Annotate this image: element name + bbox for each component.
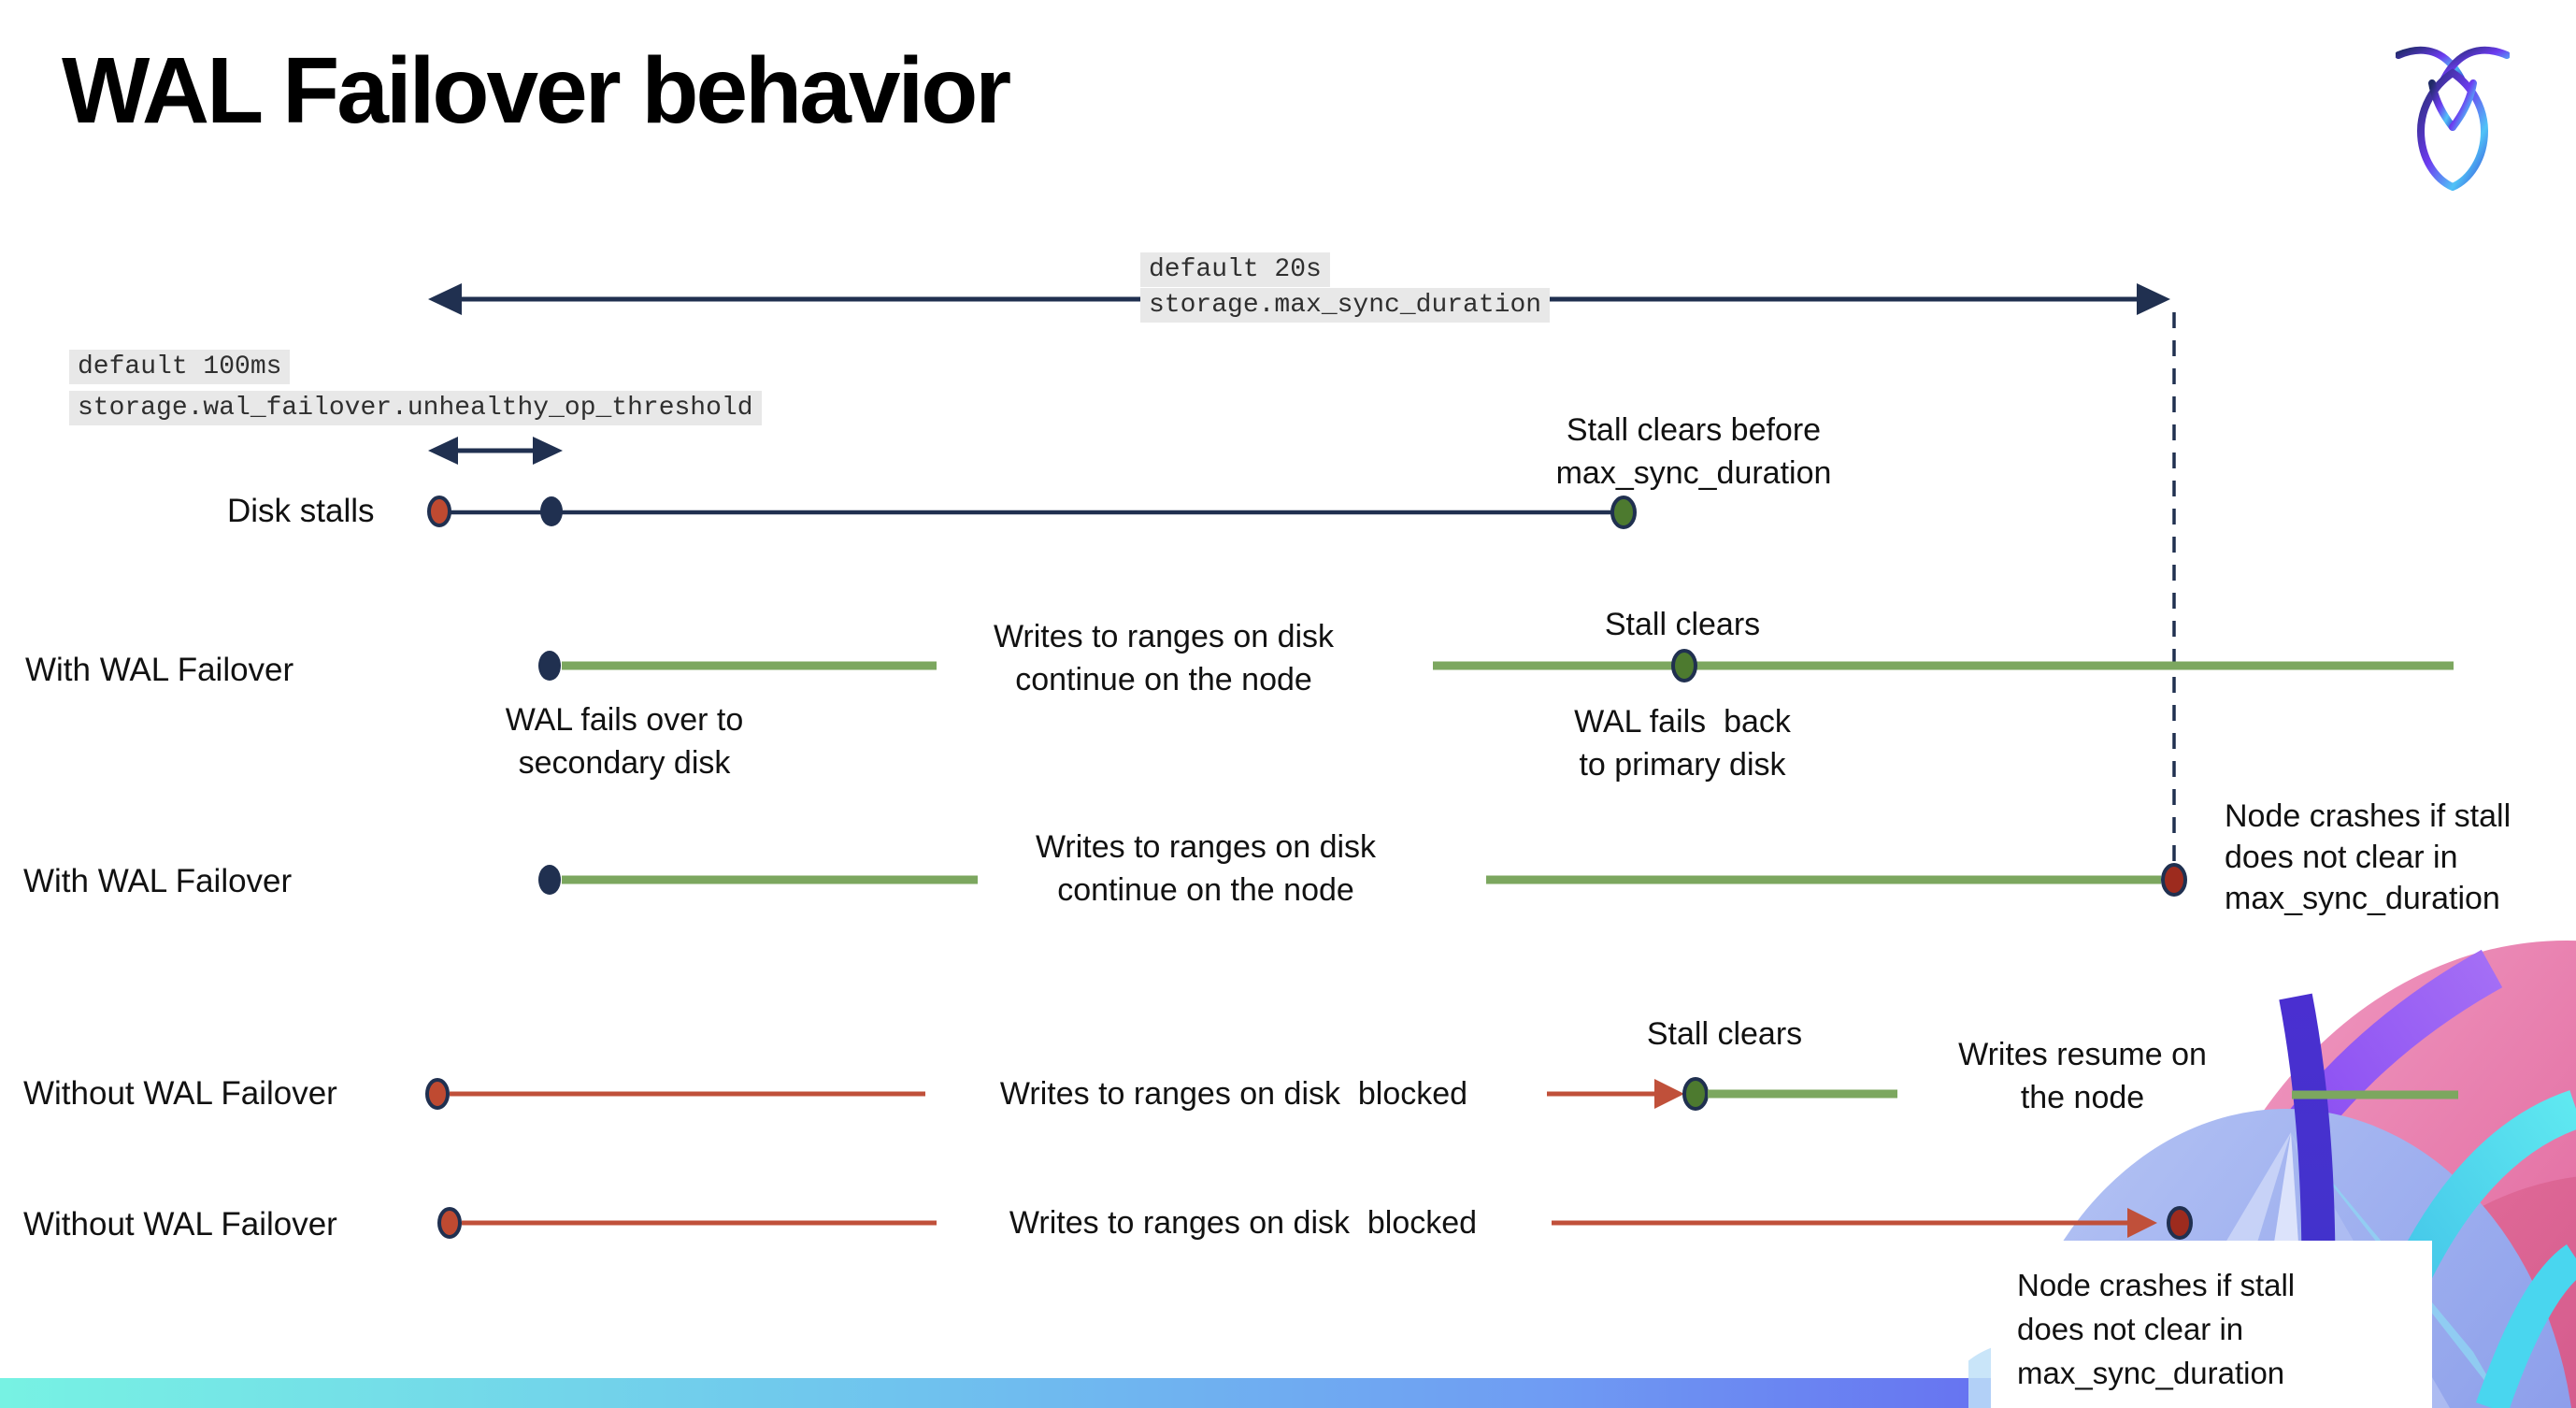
writes-continue-note-2: Writes to ranges on disk continue on the… <box>1035 829 1377 908</box>
row-with-wal-failover-2-track <box>538 863 2187 897</box>
node-crash-dot <box>2167 1206 2193 1240</box>
row-with-wal-failover-1-track <box>538 649 2454 682</box>
row-label-disk-stalls: Disk stalls <box>227 493 375 529</box>
row-label-with-wal-failover-2: With WAL Failover <box>23 863 293 899</box>
unhealthy-op-threshold-arrow <box>428 437 563 465</box>
wal-fails-over-note: WAL fails over to secondary disk <box>505 702 744 781</box>
stall-clears-dot <box>1682 1077 1709 1111</box>
writes-blocked-note-2: Writes to ranges on disk blocked <box>1009 1205 1478 1241</box>
failover-dot <box>538 651 561 681</box>
node-crashes-note-1: Node crashes if stall does not clear in … <box>2225 798 2512 916</box>
node-crash-label-box: Node crashes if stall does not clear in … <box>1991 1241 2432 1408</box>
cockroachdb-logo-icon <box>2396 46 2510 191</box>
node-crashes-note-2: Node crashes if stall does not clear in … <box>2017 1268 2296 1390</box>
row-label-without-wal-failover-1: Without WAL Failover <box>23 1075 337 1112</box>
max-sync-setting-tag: storage.max_sync_duration <box>1140 288 1551 323</box>
node-crash-dot <box>2161 863 2187 897</box>
row-disk-stalls-track <box>427 496 1637 529</box>
page-title: WAL Failover behavior <box>62 38 1011 143</box>
unhealthy-op-setting-tag: storage.wal_failover.unhealthy_op_thresh… <box>69 391 762 425</box>
stall-start-dot <box>437 1207 462 1239</box>
row-without-wal-failover-2-track <box>437 1206 2193 1240</box>
stall-start-dot <box>425 1078 450 1110</box>
stall-clears-note-1: Stall clears <box>1604 607 1761 642</box>
stall-clears-dot <box>1671 649 1697 682</box>
wal-fails-back-note: WAL fails back to primary disk <box>1574 704 1791 783</box>
stall-clears-note-2: Stall clears <box>1646 1016 1803 1052</box>
stall-clears-before-note: Stall clears before max_sync_duration <box>1555 412 1832 491</box>
max-sync-default-tag: default 20s <box>1140 252 1330 287</box>
writes-continue-note-1: Writes to ranges on disk continue on the… <box>993 619 1335 697</box>
writes-blocked-note-1: Writes to ranges on disk blocked <box>999 1076 1468 1112</box>
row-label-with-wal-failover-1: With WAL Failover <box>25 652 294 688</box>
row-without-wal-failover-1-track <box>425 1077 2458 1111</box>
writes-resume-note: Writes resume on the node <box>1958 1037 2207 1115</box>
unhealthy-op-default-tag: default 100ms <box>69 350 291 384</box>
stall-clears-dot <box>1610 496 1637 529</box>
failover-dot <box>538 865 561 895</box>
failover-threshold-dot <box>540 496 563 526</box>
stall-start-dot <box>427 496 451 527</box>
row-label-without-wal-failover-2: Without WAL Failover <box>23 1206 337 1243</box>
